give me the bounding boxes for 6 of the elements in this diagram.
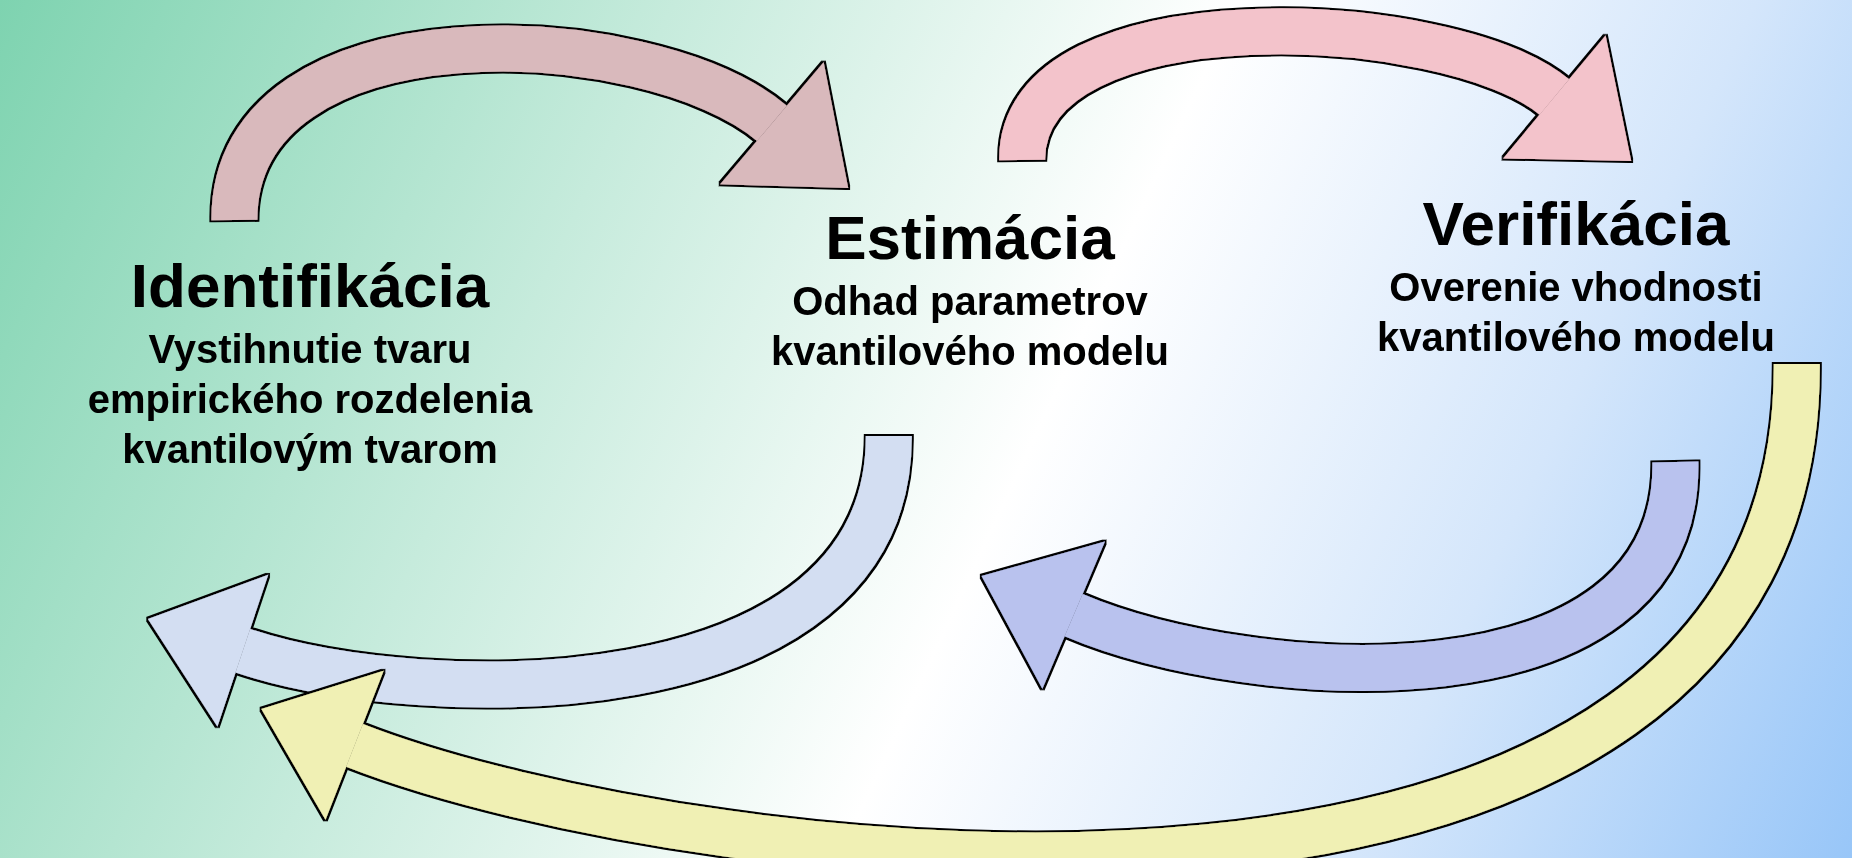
stage-heading: Estimácia <box>825 202 1115 274</box>
stage-heading: Verifikácia <box>1422 188 1730 260</box>
stage-description: Vystihnutie tvaru empirického rozdelenia kvantilovým tvarom <box>86 326 534 473</box>
stage-description: Odhad parametrov kvantilového modelu <box>770 278 1170 375</box>
stage-heading: Identifikácia <box>130 250 490 322</box>
stage-description: Overenie vhodnosti kvantilového modelu <box>1376 264 1776 361</box>
